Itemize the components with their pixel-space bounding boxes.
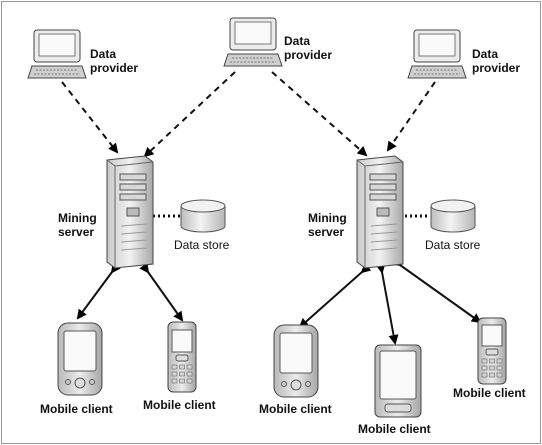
computer-icon <box>223 17 283 67</box>
client-label: Mobile client <box>143 398 216 412</box>
provider-label: Data provider <box>472 47 520 75</box>
link-server1-client2 <box>139 262 184 322</box>
server-icon <box>106 155 154 269</box>
client-label: Mobile client <box>40 402 113 416</box>
data-store-label: Data store <box>174 238 230 252</box>
server-label-line2: server <box>308 225 345 239</box>
database-icon <box>430 199 476 233</box>
link-provider2-server1 <box>143 71 236 158</box>
server-label-line1: Mining <box>308 211 347 225</box>
pda-icon <box>273 324 319 398</box>
server-label-line1: Mining <box>58 211 97 225</box>
server-client-links <box>76 256 482 345</box>
client-label: Mobile client <box>259 402 332 416</box>
link-server1-client1 <box>76 262 121 320</box>
phone-icon <box>167 321 197 393</box>
provider-label-line2: provider <box>90 61 139 75</box>
link-provider2-server2 <box>271 71 368 157</box>
link-provider1-server1 <box>61 81 119 154</box>
provider-label: Data provider <box>90 47 138 75</box>
client-label: Mobile client <box>453 386 526 400</box>
computer-icon <box>407 29 467 79</box>
server-icon <box>356 155 404 269</box>
server-label: Mining server <box>58 211 97 239</box>
provider-label-line1: Data <box>472 47 499 61</box>
provider-label-line1: Data <box>90 47 117 61</box>
computer-icon <box>27 29 87 79</box>
database-icon <box>180 199 226 233</box>
provider-label-line1: Data <box>284 34 311 48</box>
data-store-label: Data store <box>425 238 481 252</box>
link-provider3-server2 <box>386 81 436 152</box>
provider-label-line2: provider <box>284 48 333 62</box>
provider-label-line2: provider <box>472 61 521 75</box>
server-label: Mining server <box>308 211 347 239</box>
link-server2-client5 <box>390 256 482 324</box>
provider-label: Data provider <box>284 34 332 62</box>
link-server2-client3 <box>298 262 372 329</box>
tablet-icon <box>374 344 422 418</box>
client-label: Mobile client <box>358 422 431 436</box>
server-label-line2: server <box>58 225 95 239</box>
link-server2-client4 <box>375 263 399 345</box>
provider-server-links <box>61 71 436 158</box>
phone-icon <box>477 317 507 385</box>
pda-icon <box>57 322 103 396</box>
